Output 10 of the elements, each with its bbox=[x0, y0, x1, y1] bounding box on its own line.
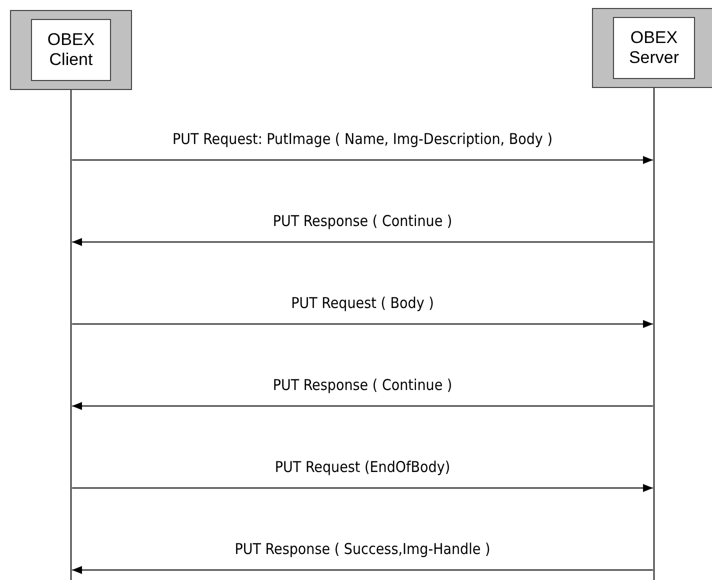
participant-label: OBEX Server bbox=[613, 17, 695, 79]
participant-label: OBEX Client bbox=[31, 19, 111, 81]
message-arrow bbox=[72, 566, 654, 574]
message-arrow bbox=[72, 402, 654, 410]
message-arrow bbox=[72, 484, 654, 492]
message-arrow bbox=[72, 156, 654, 164]
message-label: PUT Request ( Body ) bbox=[289, 294, 436, 312]
message-arrow bbox=[72, 320, 654, 328]
message-arrow bbox=[72, 238, 654, 246]
message-label: PUT Request: PutImage ( Name, Img-Description, Body ) bbox=[170, 130, 554, 148]
